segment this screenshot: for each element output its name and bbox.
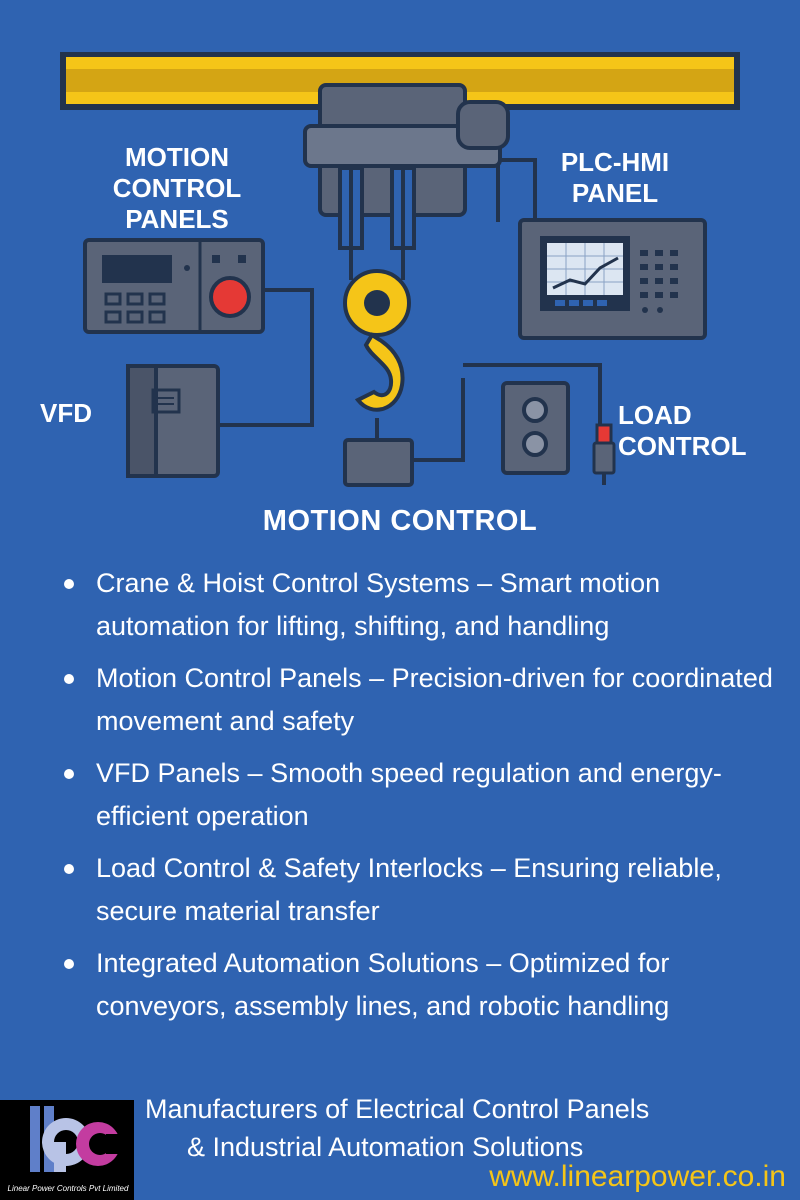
bullet-icon (64, 864, 74, 874)
feature-item: VFD Panels – Smooth speed regulation and… (60, 752, 780, 838)
feature-text: Integrated Automation Solutions – Optimi… (96, 948, 670, 1021)
motion-control-panels-label: MOTION CONTROL PANELS (112, 142, 242, 234)
feature-list: Crane & Hoist Control Systems – Smart mo… (60, 562, 780, 1037)
motion-control-panel (83, 238, 265, 334)
load-sensor (592, 423, 616, 485)
bullet-icon (64, 579, 74, 589)
company-tagline: Manufacturers of Electrical Control Pane… (145, 1090, 765, 1166)
vfd-unit (126, 364, 220, 478)
load-control-label: LOAD CONTROL (618, 400, 747, 461)
feature-item: Integrated Automation Solutions – Optimi… (60, 942, 780, 1028)
feature-text: Load Control & Safety Interlocks – Ensur… (96, 853, 722, 926)
company-logo: Linear Power Controls Pvt Limited (0, 1100, 134, 1200)
bullet-icon (64, 674, 74, 684)
crane-hook (343, 168, 414, 487)
feature-item: Crane & Hoist Control Systems – Smart mo… (60, 562, 780, 648)
bullet-icon (64, 959, 74, 969)
lpc-logo-icon (30, 1106, 126, 1172)
bullet-icon (64, 769, 74, 779)
vfd-label: VFD (40, 398, 92, 428)
section-title: MOTION CONTROL (262, 505, 538, 537)
tagline-line-2: & Industrial Automation Solutions (187, 1132, 584, 1162)
feature-text: VFD Panels – Smooth speed regulation and… (96, 758, 722, 831)
website-link[interactable]: www.linearpower.co.in (489, 1160, 786, 1193)
feature-item: Motion Control Panels – Precision-driven… (60, 657, 780, 743)
plc-hmi-panel-label: PLC-HMI PANEL (560, 147, 670, 208)
hoist-trolley (303, 83, 510, 250)
load-control-unit (501, 381, 570, 475)
crane-illustration (60, 52, 740, 487)
logo-caption: Linear Power Controls Pvt Limited (7, 1184, 129, 1193)
tagline-line-1: Manufacturers of Electrical Control Pane… (145, 1094, 650, 1124)
plc-hmi-panel (518, 218, 707, 340)
feature-item: Load Control & Safety Interlocks – Ensur… (60, 847, 780, 933)
feature-text: Motion Control Panels – Precision-driven… (96, 663, 773, 736)
feature-text: Crane & Hoist Control Systems – Smart mo… (96, 568, 661, 641)
